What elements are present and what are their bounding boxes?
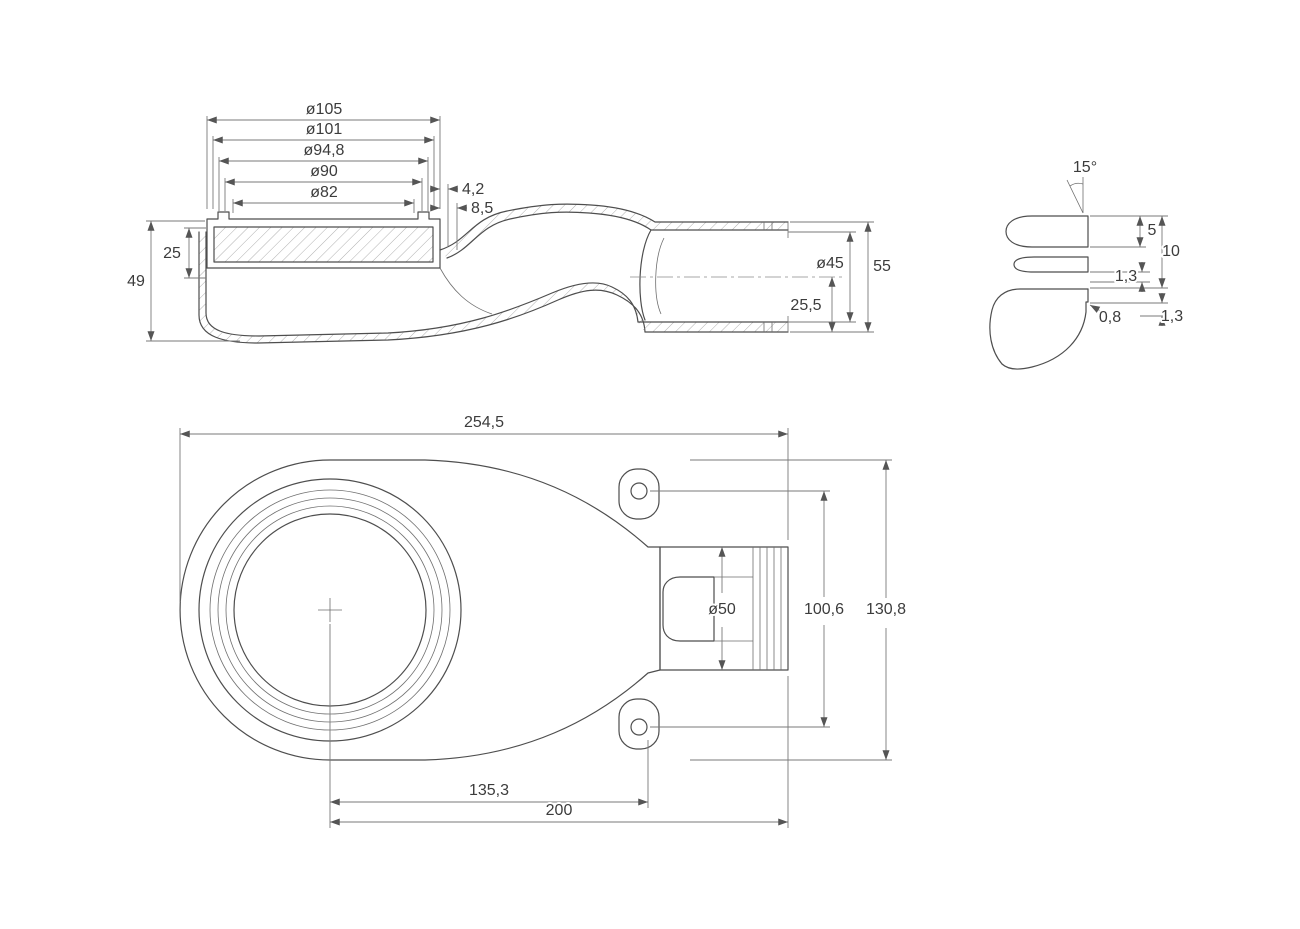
ext-line	[146, 220, 240, 342]
dim-label-o105: ø105	[306, 101, 343, 118]
outline	[989, 288, 1089, 365]
dim-label-o82: ø82	[310, 184, 338, 201]
plan-dimensions	[179, 428, 892, 828]
dim-label-o101: ø101	[306, 121, 343, 138]
outline	[439, 203, 789, 251]
center-mark	[318, 598, 342, 622]
dim-label-08: 0,8	[1099, 309, 1121, 326]
outline	[446, 211, 789, 259]
dim-label-25: 25	[163, 245, 181, 262]
plan-labels: 254,5 ø50 100,6 130,8 135,3 200	[462, 412, 908, 821]
outline	[639, 229, 652, 321]
section-view: ø105 ø101 ø94,8 ø90 ø82 4,2 8,5 25 49 ø4…	[125, 99, 893, 344]
dim-label-42: 4,2	[462, 181, 484, 198]
dim-label-13a: 1,3	[1115, 268, 1137, 285]
outline	[655, 237, 665, 315]
outline	[206, 226, 441, 269]
mounting-tab-bottom	[618, 698, 660, 750]
dim-label-1006: 100,6	[804, 601, 844, 618]
dim-label-255: 25,5	[790, 297, 821, 314]
outline	[1001, 288, 1089, 370]
detail-part-geometry	[989, 177, 1089, 370]
outline	[1013, 256, 1089, 273]
ext-line	[788, 221, 874, 333]
detail-labels: 15° 5 10 1,3 1,3 0,8	[1071, 157, 1185, 328]
dim-label-55: 55	[873, 258, 891, 275]
angle-leader	[1066, 177, 1084, 214]
outline	[714, 576, 753, 642]
tab-hole-bottom	[630, 718, 648, 736]
dim-label-200: 200	[546, 802, 573, 819]
dim-label-1308: 130,8	[866, 601, 906, 618]
plan-view: 254,5 ø50 100,6 130,8 135,3 200	[179, 412, 908, 828]
outlet-inner-step	[662, 576, 715, 642]
hatch-fill	[638, 322, 788, 332]
outline	[439, 267, 493, 315]
dim-label-o50: ø50	[708, 601, 736, 618]
outline	[206, 211, 441, 269]
section-part-geometry	[198, 203, 845, 344]
dim-label-angle-15: 15°	[1073, 159, 1097, 176]
dim-label-2545: 254,5	[464, 414, 504, 431]
dim-label-o948: ø94,8	[304, 142, 345, 159]
dim-label-85: 8,5	[471, 200, 493, 217]
tab-hole-top	[630, 482, 648, 500]
section-labels: ø105 ø101 ø94,8 ø90 ø82 4,2 8,5 25 49 ø4…	[125, 99, 893, 316]
outline	[198, 231, 646, 344]
outline	[1005, 215, 1089, 248]
socket-rings	[752, 547, 782, 670]
dim-label-1353: 135,3	[469, 782, 509, 799]
dim-label-13b: 1,3	[1161, 308, 1183, 325]
detail-dimensions	[1089, 215, 1168, 326]
angle-arc	[1069, 182, 1084, 187]
dim-label-o90: ø90	[310, 163, 338, 180]
outline	[205, 231, 639, 337]
ext-line	[447, 184, 458, 250]
ext-line	[1090, 215, 1168, 317]
dim-label-5: 5	[1148, 222, 1157, 239]
mounting-tab-top	[618, 468, 660, 520]
dim-label-o45: ø45	[816, 255, 844, 272]
outline	[763, 222, 789, 332]
hatch-fill	[214, 227, 433, 262]
dim-label-49: 49	[127, 273, 145, 290]
detail-view: 15° 5 10 1,3 1,3 0,8	[989, 157, 1185, 370]
ext-line	[179, 428, 892, 828]
leader-line	[1089, 304, 1105, 314]
body-outline	[179, 459, 661, 761]
section-dimensions	[146, 116, 874, 342]
plan-part-geometry	[179, 459, 789, 761]
dim-label-10: 10	[1162, 243, 1180, 260]
hatch-fill	[440, 204, 788, 258]
